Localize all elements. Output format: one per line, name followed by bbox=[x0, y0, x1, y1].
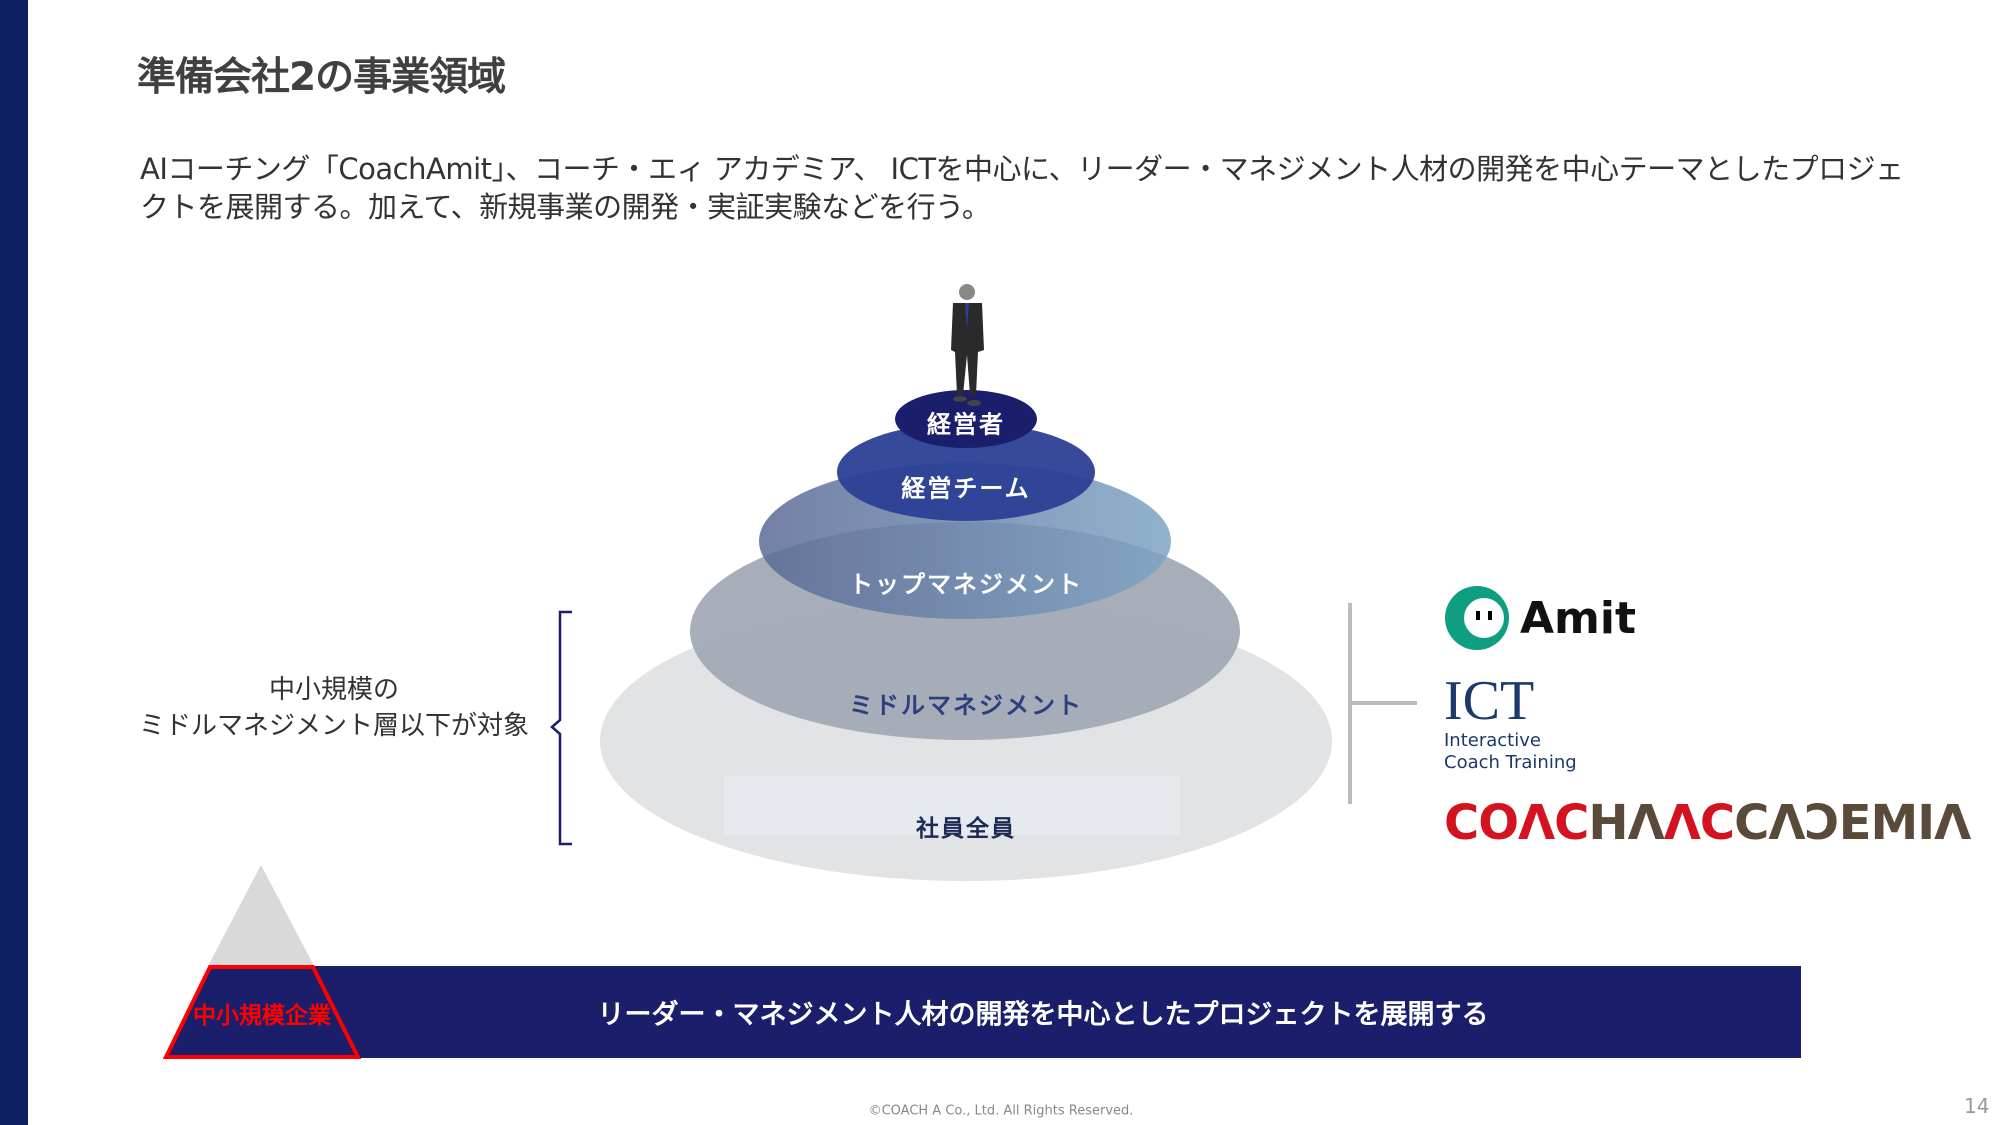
level-top-management: トップマネジメント bbox=[849, 570, 1083, 599]
level-middle-management: ミドルマネジメント bbox=[849, 691, 1083, 720]
description-line-1: AIコーチング「CoachAmit」、コーチ・エィ アカデミア、 ICTを中心に… bbox=[140, 152, 1904, 186]
layer-management-team bbox=[837, 423, 1095, 521]
copyright: ©COACH A Co., Ltd. All Rights Reserved. bbox=[868, 1103, 1134, 1119]
coach-academia-logo: COΛCHΛΛCCΛƆEMIΛ bbox=[1444, 795, 1971, 851]
sidebar-accent-bar bbox=[0, 0, 28, 1125]
project-banner bbox=[246, 966, 1801, 1058]
layer-top-management bbox=[759, 463, 1171, 619]
page-title: 準備会社2の事業領域 bbox=[137, 55, 506, 100]
amit-logo: Amit bbox=[1444, 585, 1636, 651]
small-company-triangle bbox=[208, 865, 314, 966]
banner-text: リーダー・マネジメント人材の開発を中心としたプロジェクトを展開する bbox=[597, 999, 1489, 1031]
target-label-line-1: 中小規模の bbox=[268, 675, 400, 705]
level-executive: 経営者 bbox=[927, 410, 1005, 439]
level-all-employees: 社員全員 bbox=[916, 816, 1016, 842]
description-line-2: クトを展開する。加えて、新規事業の開発・実証実験などを行う。 bbox=[140, 190, 991, 224]
page-number: 14 bbox=[1964, 1094, 1990, 1118]
layer-executive bbox=[895, 390, 1037, 448]
small-company-tag: 中小規模企業 bbox=[193, 1003, 331, 1029]
amit-face-icon bbox=[1445, 586, 1509, 650]
ict-logo: ICT Interactive Coach Training bbox=[1444, 670, 1577, 773]
logo-connector-line bbox=[1348, 603, 1417, 804]
target-label: 中小規模の ミドルマネジメント層以下が対象 bbox=[139, 672, 529, 744]
all-employees-label-bg bbox=[724, 776, 1180, 835]
target-label-line-2: ミドルマネジメント層以下が対象 bbox=[138, 711, 530, 741]
target-bracket bbox=[550, 610, 572, 846]
businessman-figure bbox=[951, 284, 984, 406]
level-management-team: 経営チーム bbox=[901, 474, 1031, 503]
